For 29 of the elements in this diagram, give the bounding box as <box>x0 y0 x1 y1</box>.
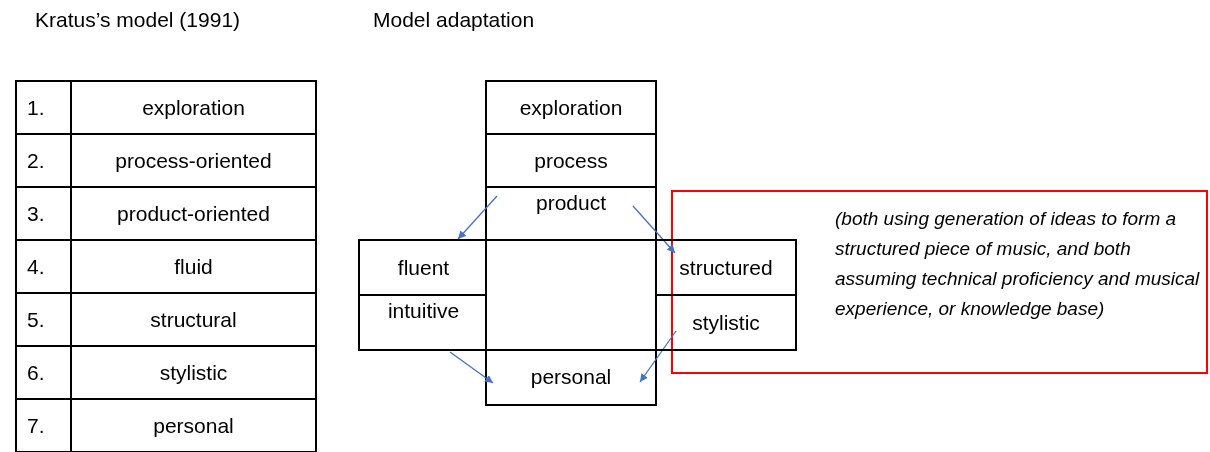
table-cell: 7. <box>15 398 72 452</box>
table-cell <box>485 186 657 241</box>
arrow <box>632 205 676 254</box>
table-cell <box>358 239 487 296</box>
empty-table-cell <box>485 239 657 351</box>
heading: Model adaptation <box>373 8 535 32</box>
note-text: (both using generation of ideas to form a structured piece of music, and both assuming technical proficiency and musical experience, or knowledge base) <box>835 207 1201 321</box>
cell-text: exploration <box>519 95 623 120</box>
cell-text: personal <box>530 364 612 389</box>
table-cell <box>485 133 657 188</box>
table-cell: exploration <box>70 80 317 135</box>
arrow <box>449 351 494 384</box>
arrow <box>639 330 677 383</box>
table-cell: 1. <box>15 80 72 135</box>
table-cell <box>485 349 657 406</box>
table-cell <box>655 239 797 296</box>
cell-text: process <box>534 148 608 173</box>
table-cell <box>485 80 657 135</box>
heading: Kratus’s model (1991) <box>35 8 241 32</box>
cell-text: structured <box>679 255 773 280</box>
cell-text: fluent <box>397 255 450 280</box>
note-box <box>671 190 1208 374</box>
cell-text: product <box>535 191 606 215</box>
cell-text: stylistic <box>692 310 760 335</box>
table-cell: personal <box>70 398 317 452</box>
arrow <box>457 195 498 240</box>
table-cell <box>358 294 487 351</box>
cell-text: intuitive <box>387 299 460 323</box>
table-cell <box>655 294 797 351</box>
